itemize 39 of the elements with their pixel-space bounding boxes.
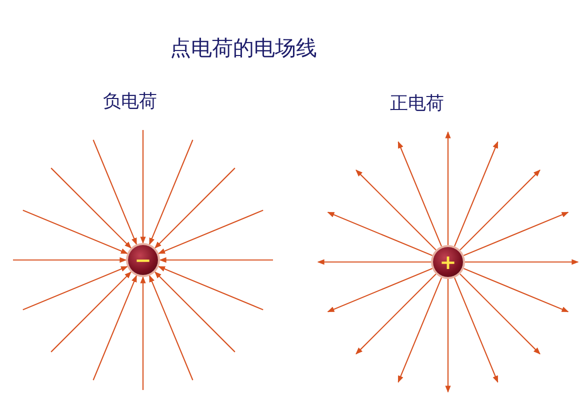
field-line-arrow [356,274,436,354]
field-line-arrow [460,274,540,354]
charge-circle [128,245,158,275]
field-line-arrow [22,266,128,310]
field-line-arrow [154,168,236,248]
field-line-arrow [158,210,264,254]
field-line-arrow [159,257,273,263]
field-line-arrow [454,141,498,246]
charge-label: 正电荷 [390,92,444,115]
field-line-arrow [327,212,432,256]
field-line-arrow [50,168,132,248]
field-line-arrow [464,212,569,256]
field-line-arrow [149,140,194,245]
charge-sign: + [440,252,456,272]
field-line-arrow [398,278,442,383]
field-line-arrow [92,140,137,245]
field-line-arrow [398,141,442,246]
field-line-arrow [140,276,146,390]
field-line-arrow [317,259,431,265]
field-line-arrow [50,272,132,352]
field-line-arrow [327,268,432,312]
field-line-arrow [356,170,436,250]
charge-label: 负电荷 [103,90,157,113]
field-line-arrow [445,131,451,245]
field-line-arrow [140,130,146,244]
field-line-arrow [454,278,498,383]
field-line-arrow [465,259,579,265]
field-line-arrow [158,266,264,310]
field-line-arrow [460,170,540,250]
field-line-arrow [445,279,451,393]
field-line-arrow [13,257,127,263]
charge-sign: − [134,250,152,270]
field-line-arrow [464,268,569,312]
field-line-arrow [154,272,236,352]
field-line-arrow [149,275,194,380]
title: 点电荷的电场线 [170,35,317,62]
field-line-arrow [92,275,137,380]
field-line-arrow [22,210,128,254]
charge-circle [433,247,463,277]
